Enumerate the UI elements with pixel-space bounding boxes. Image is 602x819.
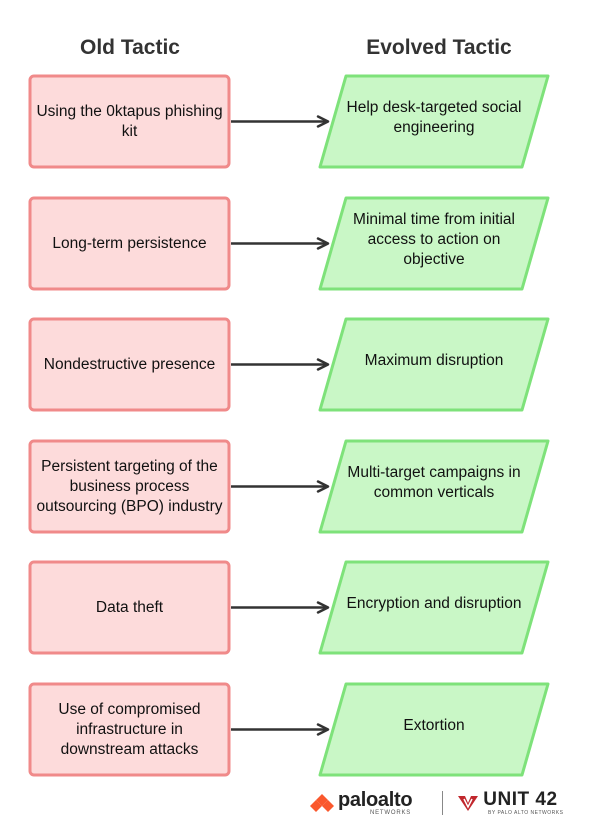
arrow-head-icon bbox=[316, 237, 330, 250]
unit42-logo-text: UNIT 42 bbox=[483, 789, 558, 810]
paloalto-logo-icon bbox=[310, 794, 334, 812]
old-tactic-box bbox=[28, 439, 231, 534]
arrow-head-icon bbox=[316, 480, 330, 493]
old-tactic-box bbox=[28, 317, 231, 412]
arrow-head-icon bbox=[316, 723, 330, 736]
old-tactic-label: Persistent targeting of the business pro… bbox=[36, 457, 223, 515]
footer-logos: paloalto NETWORKS UNIT 42 BY PALO ALTO N… bbox=[308, 788, 578, 816]
old-tactic-label: Nondestructive presence bbox=[43, 355, 216, 373]
paloalto-logo-subtext: NETWORKS bbox=[370, 810, 412, 816]
old-tactic-box bbox=[28, 196, 231, 291]
evolved-tactic-label: Maximum disruption bbox=[364, 351, 504, 369]
paloalto-logo-text: paloalto bbox=[338, 788, 413, 811]
old-tactic-box bbox=[28, 560, 231, 655]
unit42-logo-icon bbox=[458, 796, 479, 811]
arrow-head-icon bbox=[316, 601, 330, 614]
evolved-tactic-box bbox=[318, 560, 550, 655]
old-tactic-header: Old Tactic bbox=[80, 36, 180, 59]
old-tactic-label: Use of compromised infrastructure in dow… bbox=[58, 700, 201, 758]
unit42-logo-subtext: BY PALO ALTO NETWORKS bbox=[488, 810, 564, 816]
evolved-tactic-box bbox=[318, 196, 550, 291]
old-tactic-box bbox=[28, 74, 231, 169]
arrow-head-icon bbox=[316, 358, 330, 371]
evolved-tactic-label: Help desk-targeted social engineering bbox=[346, 98, 522, 136]
arrow-head-icon bbox=[316, 115, 330, 128]
evolved-tactic-box bbox=[318, 317, 550, 412]
old-tactic-label: Data theft bbox=[95, 598, 164, 616]
old-tactic-box bbox=[28, 682, 231, 777]
evolved-tactic-label: Encryption and disruption bbox=[346, 594, 522, 612]
evolved-tactic-header: Evolved Tactic bbox=[366, 36, 512, 59]
evolved-tactic-label: Extortion bbox=[403, 716, 465, 734]
old-tactic-label: Using the 0ktapus phishing kit bbox=[36, 102, 223, 140]
evolved-tactic-label: Multi-target campaigns in common vertica… bbox=[347, 463, 521, 501]
evolved-tactic-label: Minimal time from initial access to acti… bbox=[353, 210, 515, 268]
evolved-tactic-box bbox=[318, 439, 550, 534]
evolved-tactic-box bbox=[318, 74, 550, 169]
tactic-diagram bbox=[28, 74, 550, 777]
logo-divider bbox=[442, 791, 444, 815]
old-tactic-label: Long-term persistence bbox=[52, 234, 207, 252]
evolved-tactic-box bbox=[318, 682, 550, 777]
